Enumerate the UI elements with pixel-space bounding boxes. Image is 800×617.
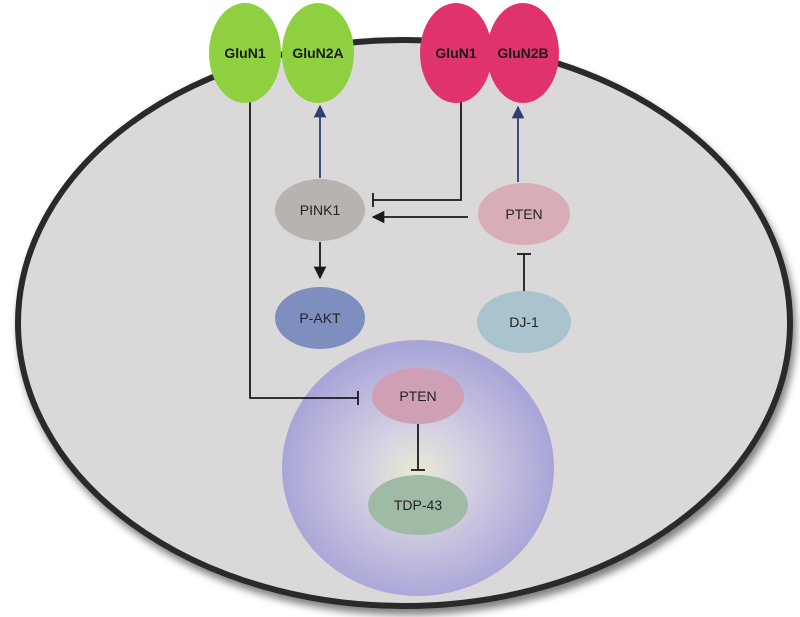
glun1-label-a: GluN1 bbox=[224, 45, 265, 61]
receptor-glun2a-pair: GluN1 GluN2A bbox=[209, 3, 354, 103]
node-p-akt: P-AKT bbox=[275, 287, 365, 349]
node-tdp43: TDP-43 bbox=[368, 475, 468, 535]
glun1b-inhibits-pink1 bbox=[373, 90, 462, 201]
nuclear-pten-label: PTEN bbox=[399, 388, 436, 404]
glun1-subunit-b bbox=[420, 3, 492, 103]
dj1-label: DJ-1 bbox=[509, 314, 539, 330]
pten-shape bbox=[478, 183, 570, 245]
pink1-shape bbox=[275, 179, 365, 241]
glun2a-subunit bbox=[282, 3, 354, 103]
glun2b-subunit bbox=[487, 3, 559, 103]
glun1-label-b: GluN1 bbox=[435, 45, 476, 61]
node-dj1: DJ-1 bbox=[477, 291, 571, 353]
glun1a-inhibits-nuclear-pten bbox=[249, 100, 358, 399]
glun2a-label: GluN2A bbox=[292, 45, 343, 61]
p-akt-shape bbox=[275, 287, 365, 349]
tdp43-shape bbox=[368, 475, 468, 535]
tdp43-label: TDP-43 bbox=[394, 497, 442, 513]
cell-body bbox=[15, 37, 793, 609]
node-pten-cytoplasm: PTEN bbox=[478, 183, 570, 245]
node-pten-nucleus: PTEN bbox=[372, 368, 464, 424]
glun2b-label: GluN2B bbox=[497, 45, 548, 61]
p-akt-label: P-AKT bbox=[299, 310, 341, 326]
receptor-glun2b-pair: GluN1 GluN2B bbox=[420, 3, 559, 103]
pten-label: PTEN bbox=[505, 206, 542, 222]
nuclear-pten-shape bbox=[372, 368, 464, 424]
node-pink1: PINK1 bbox=[275, 179, 365, 241]
pink1-label: PINK1 bbox=[300, 202, 341, 218]
glun1-subunit-a bbox=[209, 3, 281, 103]
pathway-connectors bbox=[249, 90, 531, 471]
dj1-shape bbox=[477, 291, 571, 353]
